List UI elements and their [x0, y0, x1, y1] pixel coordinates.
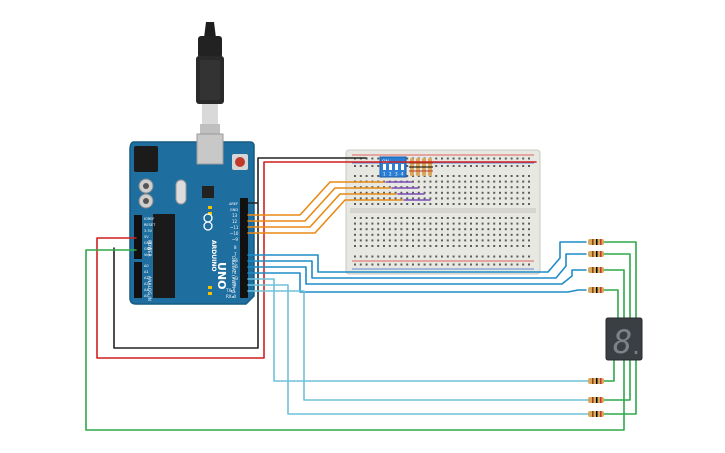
- analog-pin-label-0: A0: [144, 264, 149, 268]
- dip-number-1: 1: [383, 172, 386, 177]
- wire-green-seg-c[interactable]: [603, 269, 625, 319]
- power-pin-label-0: IOREF: [144, 217, 154, 221]
- dip-toggle-3[interactable]: [395, 164, 398, 170]
- atmega-chip: [153, 214, 175, 298]
- resistor-4[interactable]: [588, 287, 604, 293]
- analog-pin-label-3: A3: [144, 282, 149, 286]
- dip-switch[interactable]: ON 1 2 3 4: [379, 156, 407, 178]
- resistor-6[interactable]: [588, 397, 604, 403]
- display-resistors[interactable]: [588, 239, 604, 417]
- resistor-2[interactable]: [588, 251, 604, 257]
- wire-lightblue-1[interactable]: [247, 278, 589, 382]
- wire-blue-2[interactable]: [247, 253, 587, 279]
- wire-blue-4[interactable]: [247, 272, 587, 293]
- wire-green-seg-g[interactable]: [603, 359, 637, 415]
- arduino-logo-icon: [203, 213, 213, 231]
- pin-label-2: 2: [234, 282, 237, 287]
- pin-label-11: ~11: [230, 225, 239, 230]
- analog-pin-label-2: A2: [144, 276, 149, 280]
- power-pin-label-1: RESET: [144, 223, 156, 227]
- wire-green-seg-e[interactable]: [603, 359, 615, 382]
- crystal: [175, 179, 187, 205]
- wire-green-seg-a[interactable]: [603, 241, 637, 319]
- wire-red-5v[interactable]: [96, 161, 537, 359]
- wire-blue-3[interactable]: [247, 266, 587, 285]
- wire-lightblue-3[interactable]: [247, 290, 589, 401]
- uno-model: UNO: [215, 262, 228, 290]
- pin-label-9: ~9: [232, 237, 238, 242]
- power-pin-label-5: GND: [144, 247, 152, 251]
- power-header-label: POWER: [146, 240, 152, 257]
- breadboard[interactable]: [345, 149, 541, 275]
- wire-orange-3[interactable]: [247, 193, 397, 228]
- arduino-uno-board[interactable]: ARDUINO UNO DIGITAL (PWM~) POWER ANALOG …: [129, 133, 255, 305]
- pin-label-tx: TX▸1: [225, 288, 236, 293]
- digital-header-label: DIGITAL (PWM~): [230, 256, 236, 294]
- analog-pin-label-1: A1: [144, 270, 149, 274]
- usb-chip: [202, 186, 214, 198]
- usb-port: [196, 133, 224, 165]
- wire-blue-1[interactable]: [247, 241, 587, 273]
- power-jack: [134, 146, 158, 172]
- dip-toggle-4[interactable]: [401, 164, 404, 170]
- pin-label-6: ~6: [232, 258, 238, 263]
- power-pin-label-2: 3.3V: [144, 229, 153, 233]
- dip-toggle-2[interactable]: [389, 164, 392, 170]
- wire-orange-1[interactable]: [247, 181, 385, 216]
- resistor-1[interactable]: [588, 239, 604, 245]
- wire-orange-2[interactable]: [247, 187, 391, 222]
- usb-cable[interactable]: [196, 22, 224, 134]
- dip-number-4: 4: [401, 172, 404, 177]
- power-pin-label-4: GND: [144, 241, 152, 245]
- seven-segment-display[interactable]: 8 .: [605, 317, 643, 361]
- pin-label-8: 8: [234, 245, 237, 250]
- pin-label-7: 7: [234, 252, 237, 257]
- power-pin-label-6: Vin: [144, 253, 150, 257]
- pin-label-13: 13: [232, 213, 238, 218]
- resistor-3[interactable]: [588, 267, 604, 273]
- wire-green-seg-d[interactable]: [603, 289, 619, 319]
- breadboard-holes[interactable]: [354, 157, 530, 266]
- wire-green-seg-f[interactable]: [603, 359, 631, 401]
- analog-header: [134, 262, 142, 298]
- analog-pin-label-5: A5: [144, 294, 149, 298]
- display-decimal-point: .: [630, 335, 642, 359]
- pin-label-12: 12: [232, 219, 238, 224]
- wire-green-common[interactable]: [85, 249, 625, 431]
- wires: [85, 157, 637, 431]
- resistor-7[interactable]: [588, 411, 604, 417]
- power-pin-label-3: 5V: [144, 235, 149, 239]
- power-header: [134, 215, 142, 259]
- wire-green-seg-b[interactable]: [603, 253, 631, 319]
- arduino-brand: ARDUINO: [210, 240, 217, 271]
- analog-header-label: ANALOG IN: [146, 276, 152, 301]
- wire-lightblue-2[interactable]: [247, 284, 589, 415]
- wire-black-gnd[interactable]: [113, 157, 367, 349]
- dip-toggle-1[interactable]: [383, 164, 386, 170]
- pin-label-10: ~10: [230, 231, 239, 236]
- aref-label: AREF: [229, 202, 238, 206]
- resistor-5[interactable]: [588, 378, 604, 384]
- reset-button[interactable]: [232, 154, 248, 170]
- digital-header: [240, 198, 248, 298]
- pin-label-rx: RX◂0: [226, 294, 237, 299]
- dip-number-3: 3: [395, 172, 398, 177]
- wire-orange-4[interactable]: [247, 199, 403, 234]
- dip-number-2: 2: [389, 172, 392, 177]
- display-digit: 8: [613, 323, 632, 361]
- gnd-label: GND: [230, 208, 238, 212]
- analog-pin-label-4: A4: [144, 288, 149, 292]
- pin-label-4: 4: [234, 270, 237, 275]
- pin-label-5: ~5: [232, 264, 238, 269]
- pin-label-3: ~3: [232, 276, 238, 281]
